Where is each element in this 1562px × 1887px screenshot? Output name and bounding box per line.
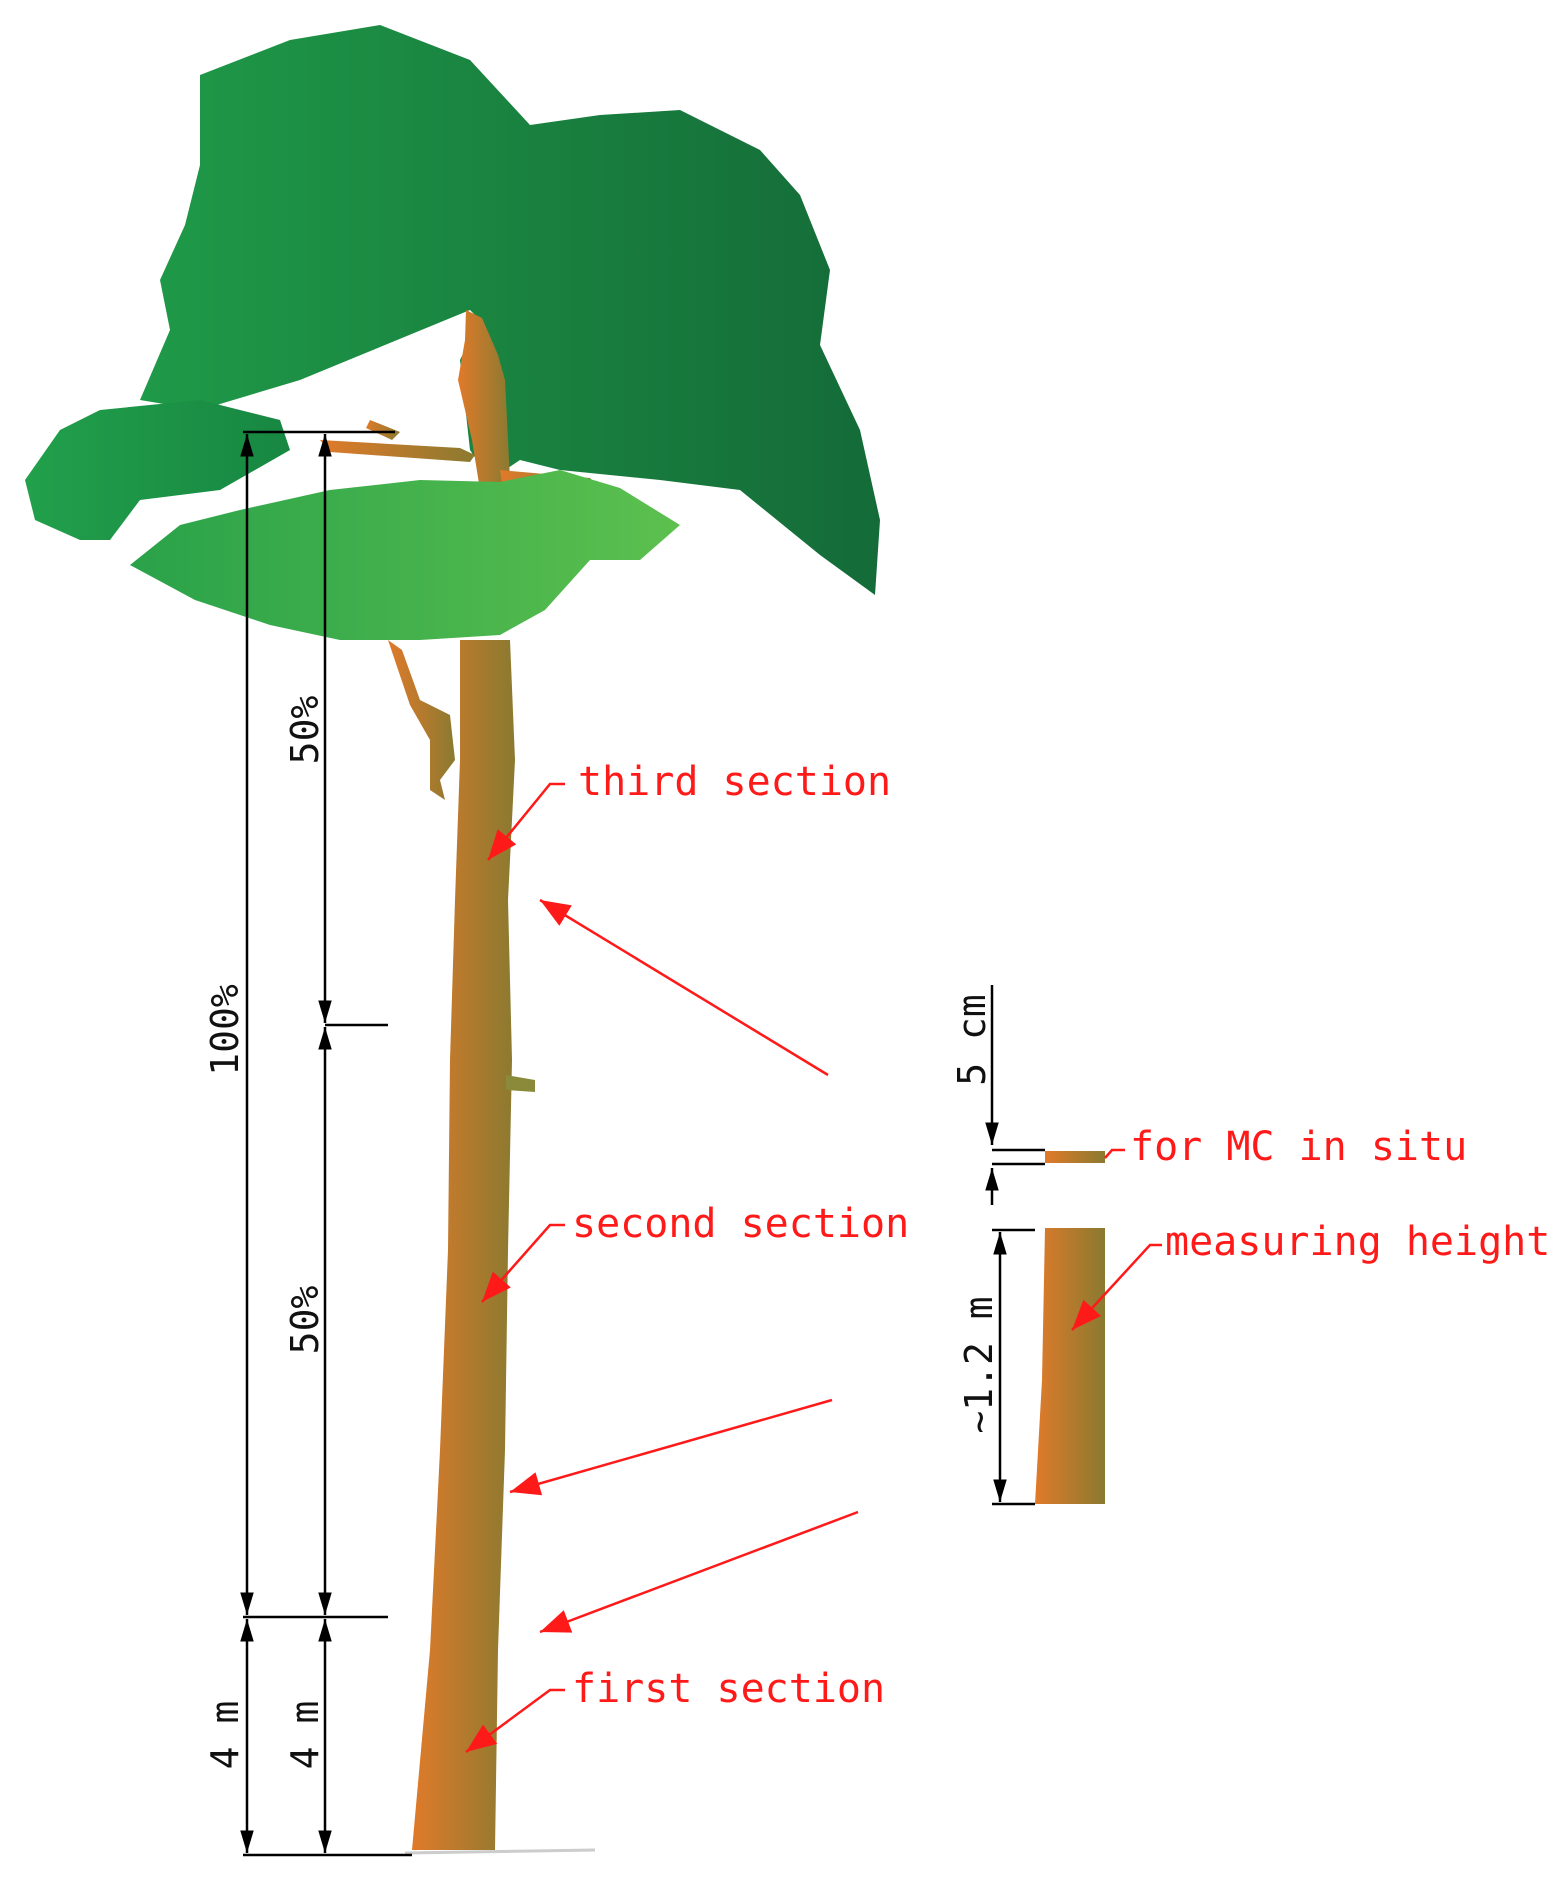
leader-second-section	[481, 1223, 565, 1303]
leader-for-mc-in-situ	[1104, 1148, 1125, 1159]
label-measuring-height: measuring height	[1165, 1219, 1550, 1265]
trunk-main	[412, 640, 515, 1850]
crown-main-foliage	[140, 25, 880, 595]
trunk-stub	[506, 1075, 535, 1092]
dim-label-upper-half: 50%	[283, 696, 327, 765]
dim-label-base-outer: 4 m	[203, 1701, 247, 1770]
detail-label-measuring-height: ~1.2 m	[957, 1296, 1001, 1433]
label-first-section: first section	[572, 1666, 885, 1712]
trunk-top	[458, 310, 510, 490]
leader-measuring-height	[1071, 1243, 1162, 1331]
label-for-mc-in-situ: for MC in situ	[1130, 1124, 1467, 1170]
branch-upper-left-tip	[366, 420, 400, 440]
dim-label-total: 100%	[203, 984, 247, 1076]
label-third-section: third section	[578, 759, 891, 805]
arrow-to-third-section-disc	[539, 898, 829, 1077]
label-second-section: second section	[572, 1201, 909, 1247]
ground-line	[404, 1848, 596, 1855]
arrow-to-second-section-disc	[509, 1398, 833, 1496]
crown-lower-foliage	[130, 470, 680, 640]
branch-upper-left	[320, 440, 475, 462]
detail-disc-sample	[1045, 1151, 1105, 1163]
leader-third-section	[487, 782, 565, 861]
detail-label-disc-thickness: 5 cm	[950, 994, 994, 1086]
arrow-to-first-section-disc	[539, 1510, 859, 1634]
dim-label-base-inner: 4 m	[283, 1701, 327, 1770]
dead-branch	[388, 640, 455, 800]
dim-label-lower-half: 50%	[283, 1286, 327, 1355]
crown-left-foliage	[25, 400, 290, 540]
leader-first-section	[465, 1688, 565, 1754]
detail-trunk-segment	[1035, 1228, 1105, 1504]
